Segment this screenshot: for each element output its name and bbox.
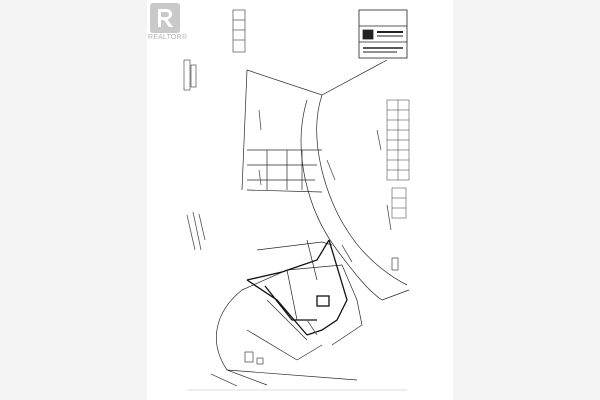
- schedule-tables: [386, 99, 410, 219]
- realtor-wordmark-text: REALTOR: [148, 34, 182, 41]
- realtor-wordmark: REALTOR®: [148, 34, 187, 41]
- survey-plan-sheet: [147, 0, 453, 400]
- realtor-logo-icon: [150, 3, 180, 33]
- title-block-left: [183, 9, 246, 91]
- annotation-marks: [186, 109, 392, 387]
- realtor-registered-mark: ®: [181, 34, 188, 41]
- survey-plan-drawing: [183, 9, 410, 391]
- subject-parcel-outline: [246, 239, 348, 336]
- title-block-right: [358, 9, 408, 59]
- structures: [244, 257, 399, 365]
- parcel-boundaries: [216, 59, 410, 386]
- realtor-watermark: REALTOR®: [148, 2, 187, 46]
